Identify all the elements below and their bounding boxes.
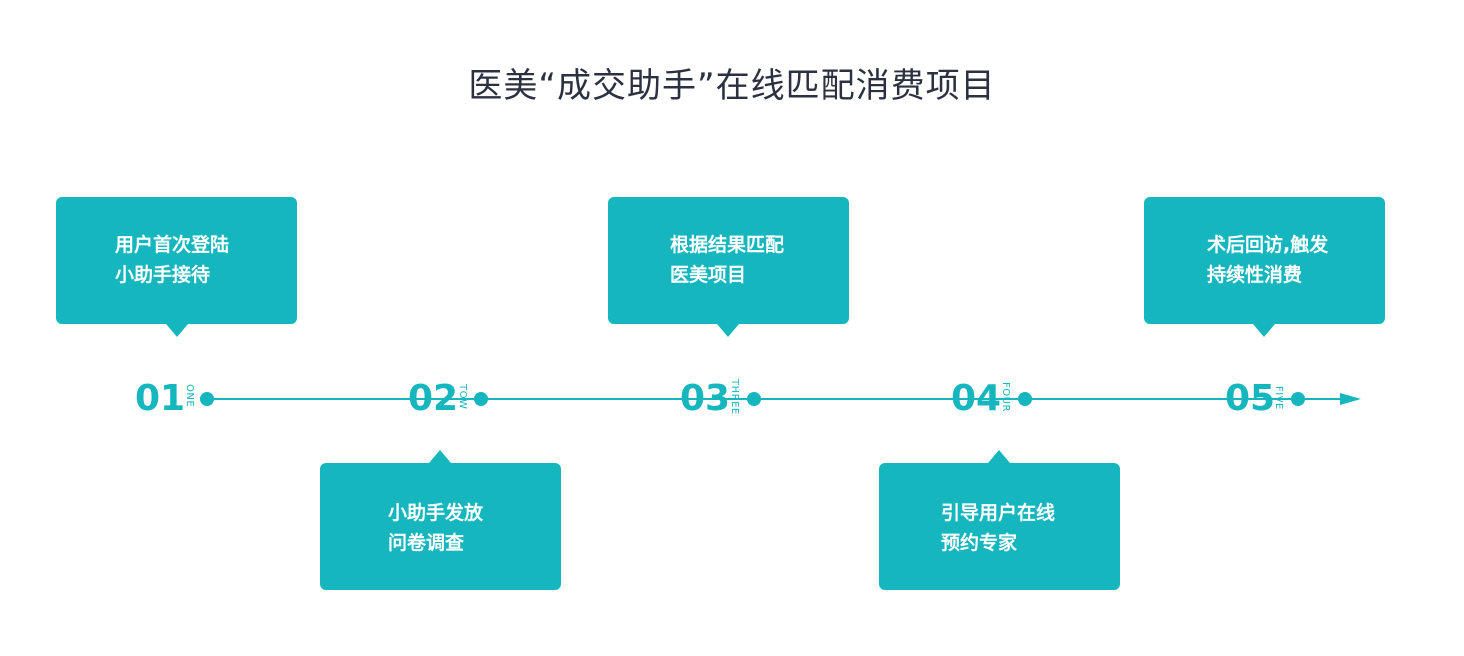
step-text: 用户首次登陆 xyxy=(115,234,230,256)
step-number: 05 xyxy=(1225,378,1276,419)
step-text: 术后回访,触发 xyxy=(1207,234,1329,256)
step-text: 根据结果匹配 xyxy=(670,234,785,256)
step-box-2: 小助手发放 问卷调查 xyxy=(320,450,561,590)
step-word: THREE xyxy=(729,379,740,415)
step-box-1: 用户首次登陆 小助手接待 xyxy=(56,197,297,337)
step-box-5: 术后回访,触发 持续性消费 xyxy=(1144,197,1385,337)
timeline-dot xyxy=(200,392,214,406)
timeline-dot xyxy=(747,392,761,406)
step-number: 04 xyxy=(951,378,1002,419)
arrow-head-icon xyxy=(1340,393,1361,405)
step-text: 小助手发放 xyxy=(388,502,484,524)
pointer-down-icon xyxy=(166,324,188,337)
timeline-dot xyxy=(1291,392,1305,406)
step-text: 小助手接待 xyxy=(115,264,211,286)
pointer-up-icon xyxy=(988,450,1010,463)
step-box-4: 引导用户在线 预约专家 xyxy=(879,450,1120,590)
step-text: 预约专家 xyxy=(941,532,1018,554)
page-title: 医美“成交助手”在线匹配消费项目 xyxy=(468,66,996,106)
step-word: FOUR xyxy=(1000,382,1011,412)
step-number: 03 xyxy=(680,378,731,419)
step-word: FIVE xyxy=(1273,386,1284,410)
pointer-up-icon xyxy=(429,450,451,463)
step-text: 引导用户在线 xyxy=(941,502,1056,524)
pointer-down-icon xyxy=(717,324,739,337)
step-text: 持续性消费 xyxy=(1207,264,1303,286)
step-word: ONE xyxy=(184,384,195,408)
step-text: 医美项目 xyxy=(670,264,747,286)
step-number: 02 xyxy=(408,378,459,419)
timeline-dot xyxy=(1018,392,1032,406)
step-word: TOW xyxy=(457,384,468,410)
step-box-3: 根据结果匹配 医美项目 xyxy=(608,197,849,337)
step-number: 01 xyxy=(135,378,186,419)
step-text: 问卷调查 xyxy=(388,532,465,554)
pointer-down-icon xyxy=(1253,324,1275,337)
timeline-dot xyxy=(474,392,488,406)
